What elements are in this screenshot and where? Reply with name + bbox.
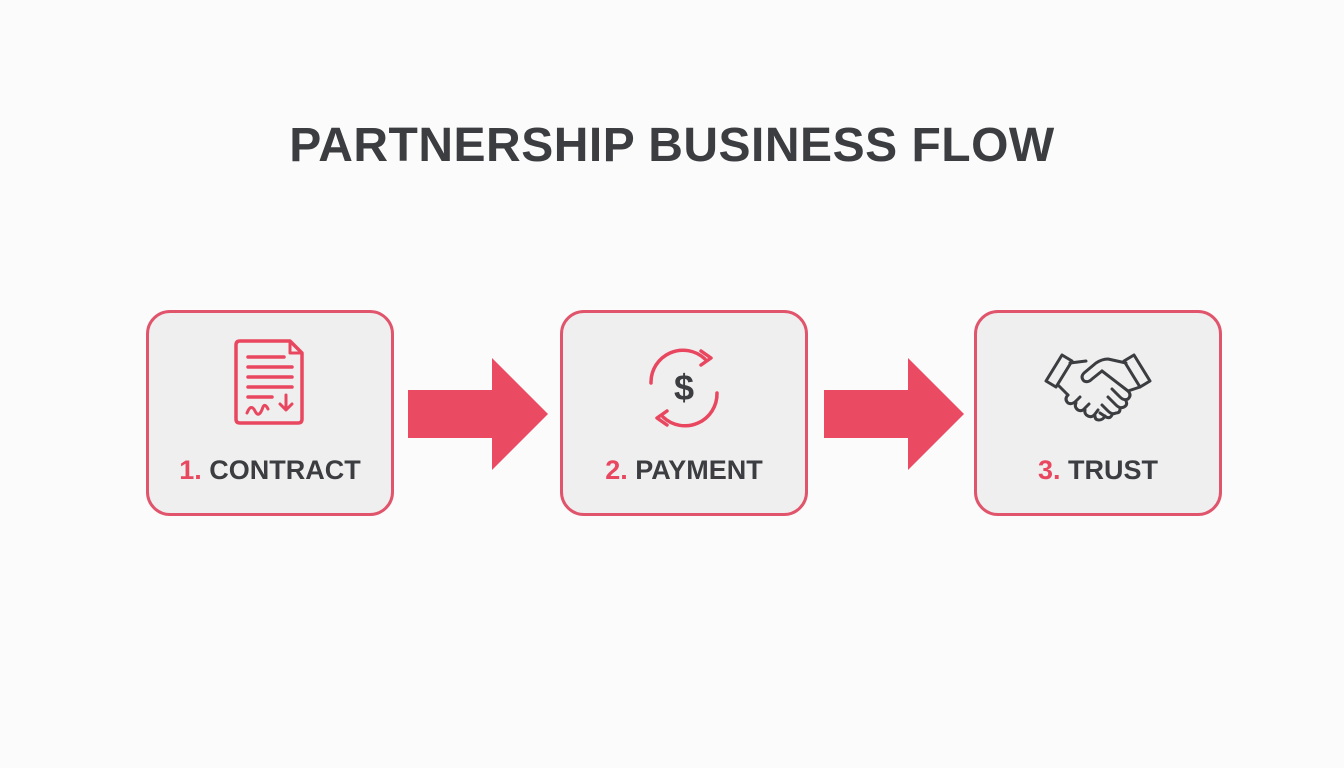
step-label: 2. PAYMENT [563,455,805,486]
dollar-cycle-icon: $ [639,343,729,438]
arrow-right-icon [824,358,964,470]
step-number: 1. [179,455,202,485]
step-title: PAYMENT [635,455,763,485]
svg-text:$: $ [674,367,694,408]
step-payment: $ 2. PAYMENT [560,310,808,516]
step-trust: 3. TRUST [974,310,1222,516]
step-number: 2. [605,455,628,485]
step-title: TRUST [1068,455,1159,485]
step-number: 3. [1037,455,1061,485]
arrow-right-icon [408,358,548,470]
step-title: CONTRACT [209,455,361,485]
contract-document-icon [230,335,310,436]
step-contract: 1. CONTRACT [146,310,394,516]
step-label: 1. CONTRACT [149,455,391,486]
handshake-icon [1042,347,1154,428]
page-title: PARTNERSHIP BUSINESS FLOW [289,119,1055,172]
step-label: 3. TRUST [977,455,1219,486]
